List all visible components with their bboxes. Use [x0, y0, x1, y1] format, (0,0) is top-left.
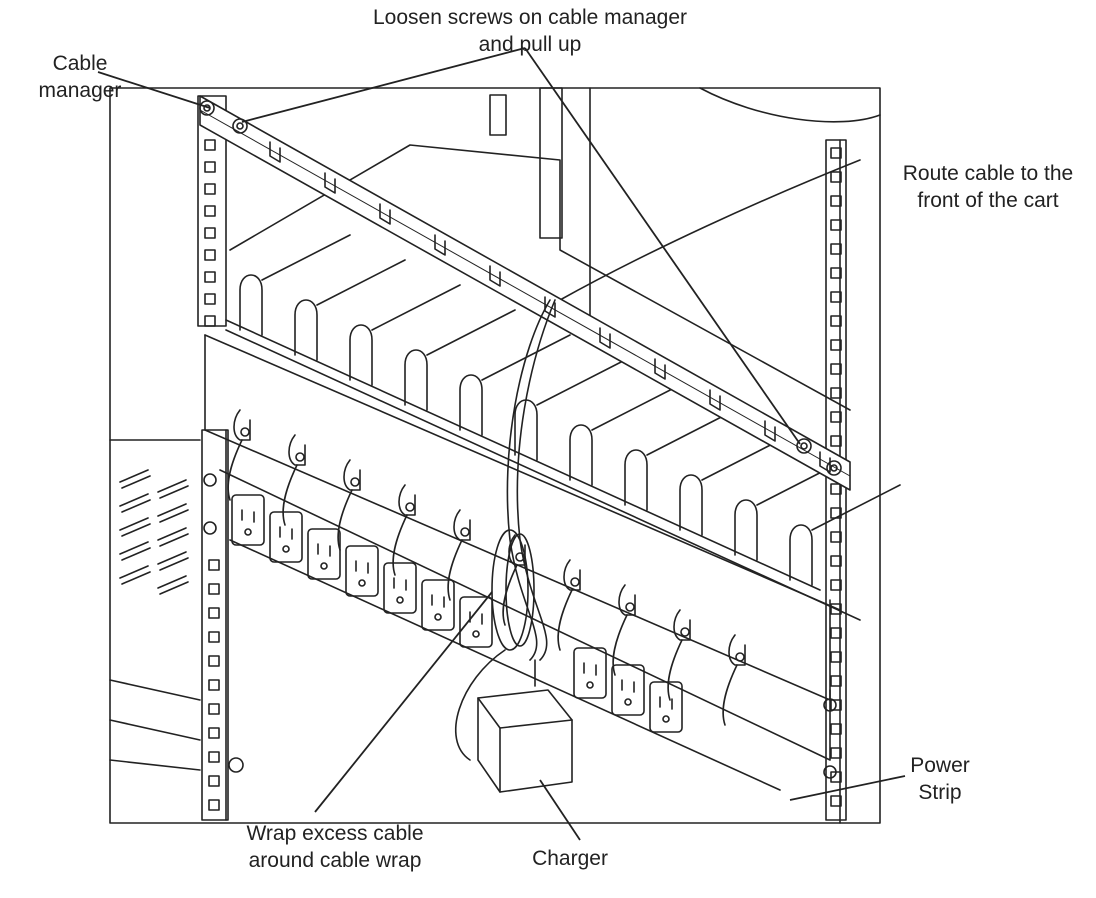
callout-cable-manager-line1: Cable	[52, 52, 108, 75]
callout-route-cable-line1: Route cable to the	[902, 162, 1074, 185]
leader-screw-left	[241, 47, 526, 123]
callout-wrap-cable-line2: around cable wrap	[248, 849, 422, 872]
callout-cable-manager: Cable manager	[30, 50, 130, 104]
cable-manager-bar	[199, 95, 851, 491]
leader-charger	[539, 779, 581, 841]
callout-power-strip-line1: Power	[910, 754, 970, 777]
callout-power-strip: Power Strip	[880, 752, 1000, 806]
power-strip-bracket	[204, 334, 841, 791]
charging-cradle-shelf	[225, 144, 901, 621]
callout-route-cable: Route cable to the front of the cart	[880, 160, 1096, 214]
leader-cable-manager	[97, 71, 211, 109]
callout-loosen-screws: Loosen screws on cable manager and pull …	[300, 4, 760, 58]
callout-loosen-screws-line2: and pull up	[478, 33, 582, 56]
callout-power-strip-line2: Strip	[918, 781, 962, 804]
callout-loosen-screws-line1: Loosen screws on cable manager	[372, 6, 687, 29]
callout-charger-line1: Charger	[532, 847, 608, 870]
side-panel-vents	[109, 439, 201, 771]
leader-screw-right	[524, 47, 801, 445]
left-rack-rail	[197, 95, 229, 821]
callout-wrap-cable: Wrap excess cable around cable wrap	[215, 820, 455, 874]
power-strip-outlets	[231, 494, 683, 733]
leader-wrap	[314, 591, 493, 813]
back-rack-rail	[489, 87, 563, 239]
cable-wrap-hooks	[227, 409, 746, 726]
callout-charger: Charger	[500, 845, 640, 872]
charger-cable	[454, 299, 556, 761]
callout-wrap-cable-line1: Wrap excess cable	[246, 822, 424, 845]
callout-cable-manager-line2: manager	[38, 79, 122, 102]
charger-box	[477, 659, 573, 793]
leader-power-strip	[789, 775, 906, 801]
callout-route-cable-line2: front of the cart	[917, 189, 1059, 212]
